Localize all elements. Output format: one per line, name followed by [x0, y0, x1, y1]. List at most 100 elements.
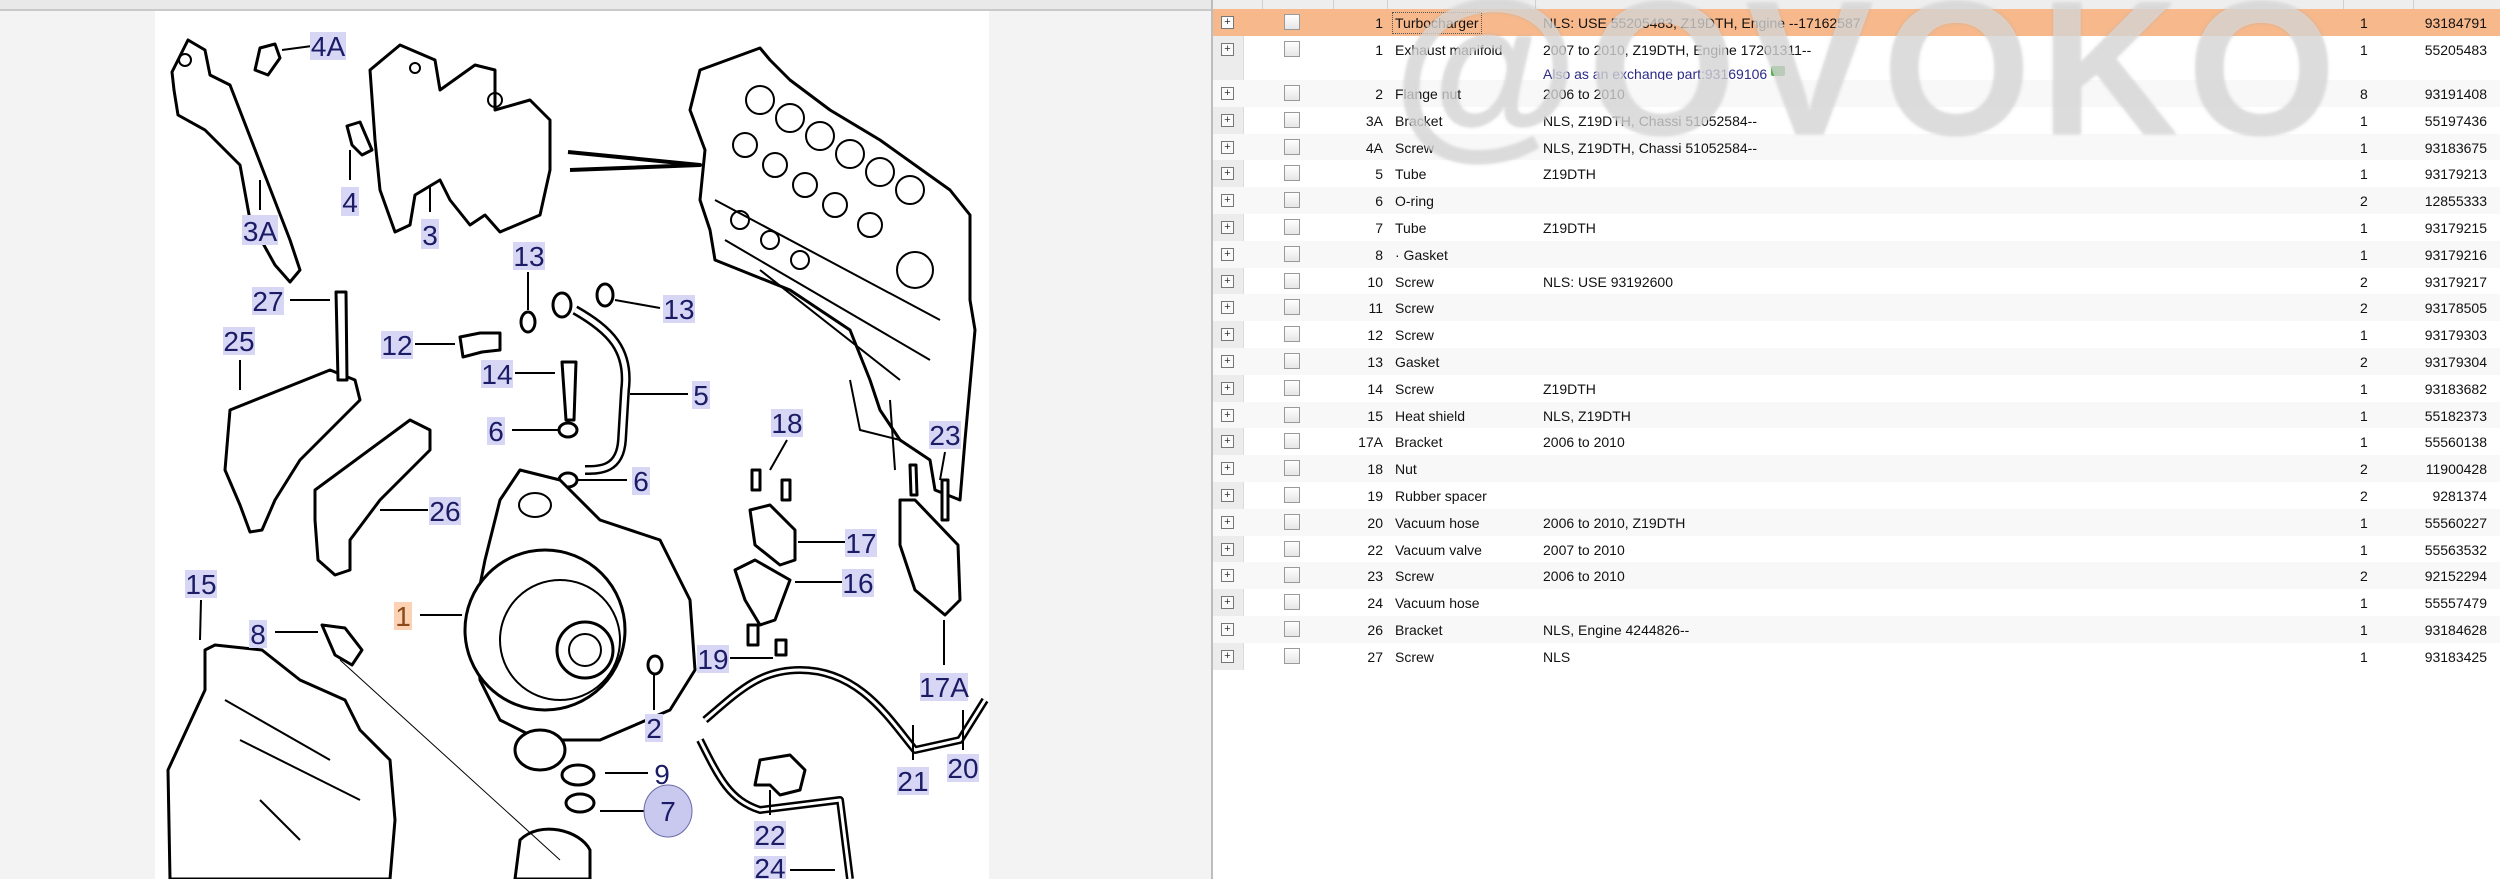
- callout-3[interactable]: 3: [421, 219, 439, 251]
- row-checkbox[interactable]: [1284, 14, 1300, 30]
- expand-icon[interactable]: +: [1221, 247, 1234, 261]
- expand-icon[interactable]: +: [1221, 140, 1234, 154]
- row-checkbox[interactable]: [1284, 540, 1300, 557]
- expand-icon[interactable]: +: [1221, 462, 1234, 476]
- row-checkbox[interactable]: [1284, 567, 1300, 584]
- callout-6-right[interactable]: 6: [632, 466, 650, 497]
- row-checkbox[interactable]: [1284, 85, 1300, 101]
- callout-3a[interactable]: 3A: [242, 215, 278, 247]
- row-checkbox[interactable]: [1284, 460, 1300, 477]
- expand-icon[interactable]: +: [1221, 43, 1234, 56]
- callout-4[interactable]: 4: [341, 187, 359, 218]
- row-checkbox[interactable]: [1284, 245, 1300, 262]
- parts-diagram[interactable]: 4A 3A 4 3 13 13 27 25 12 14 5 6 6 18 23 …: [0, 0, 1212, 879]
- expand-icon[interactable]: +: [1221, 16, 1234, 29]
- row-checkbox[interactable]: [1284, 138, 1300, 155]
- row-checkbox[interactable]: [1284, 487, 1300, 503]
- callout-25[interactable]: 25: [223, 326, 255, 357]
- callout-12[interactable]: 12: [381, 330, 413, 361]
- callout-8[interactable]: 8: [249, 619, 267, 650]
- expand-icon[interactable]: +: [1221, 301, 1234, 315]
- callout-1-selected[interactable]: 1: [394, 601, 412, 632]
- callout-6[interactable]: 6: [487, 416, 505, 447]
- expand-icon[interactable]: +: [1221, 167, 1234, 181]
- callout-19[interactable]: 19: [697, 644, 729, 675]
- row-checkbox[interactable]: [1284, 353, 1300, 369]
- expand-icon[interactable]: +: [1221, 435, 1234, 449]
- row-checkbox[interactable]: [1284, 41, 1300, 57]
- callout-14[interactable]: 14: [481, 359, 513, 390]
- expand-icon[interactable]: +: [1221, 274, 1234, 288]
- row-checkbox[interactable]: [1284, 219, 1300, 235]
- expand-icon[interactable]: +: [1221, 113, 1234, 127]
- expand-icon[interactable]: +: [1221, 328, 1234, 342]
- callout-13-top[interactable]: 13: [513, 241, 545, 272]
- row-checkbox[interactable]: [1284, 326, 1300, 343]
- row-checkbox[interactable]: [1284, 647, 1300, 664]
- pane-splitter[interactable]: [1211, 0, 1213, 879]
- expand-icon[interactable]: +: [1221, 355, 1234, 368]
- callout-5[interactable]: 5: [692, 380, 710, 411]
- row-checkbox[interactable]: [1284, 192, 1300, 209]
- callout-18[interactable]: 18: [771, 408, 803, 439]
- callout-15[interactable]: 15: [185, 569, 217, 600]
- row-checkbox[interactable]: [1284, 272, 1300, 289]
- callout-4a[interactable]: 4A: [310, 31, 346, 62]
- callout-9[interactable]: 9: [654, 759, 670, 790]
- callout-2[interactable]: 2: [645, 713, 663, 744]
- callout-24[interactable]: 24: [754, 853, 786, 879]
- expand-icon[interactable]: +: [1221, 194, 1234, 208]
- expand-icon[interactable]: +: [1221, 623, 1234, 636]
- callout-16[interactable]: 16: [842, 568, 874, 599]
- callout-22[interactable]: 22: [754, 820, 786, 851]
- row-checkbox[interactable]: [1284, 433, 1300, 450]
- expand-icon[interactable]: +: [1221, 569, 1234, 583]
- exchange-part-link[interactable]: Also as an exchange part:93169106: [1543, 66, 1786, 82]
- callout-17[interactable]: 17: [845, 528, 877, 559]
- callout-27[interactable]: 27: [252, 286, 284, 317]
- callout-13-right[interactable]: 13: [663, 294, 695, 325]
- exchange-part-text[interactable]: Also as an exchange part:93169106: [1543, 66, 1768, 82]
- row-checkbox[interactable]: [1284, 299, 1300, 316]
- expand-icon[interactable]: +: [1221, 489, 1234, 502]
- expand-icon[interactable]: +: [1221, 221, 1234, 234]
- callout-26[interactable]: 26: [429, 496, 461, 527]
- expand-icon[interactable]: +: [1221, 515, 1234, 529]
- expand-icon[interactable]: +: [1221, 381, 1234, 395]
- callout-7[interactable]: 7: [643, 784, 693, 838]
- callout-23[interactable]: 23: [929, 420, 961, 451]
- row-checkbox[interactable]: [1284, 111, 1300, 128]
- row-checkbox[interactable]: [1284, 621, 1300, 637]
- row-checkbox[interactable]: [1284, 379, 1300, 396]
- expand-icon[interactable]: +: [1221, 649, 1234, 663]
- callout-20[interactable]: 20: [947, 753, 979, 784]
- row-checkbox[interactable]: [1284, 513, 1300, 530]
- expand-icon[interactable]: +: [1221, 596, 1234, 610]
- row-checkbox[interactable]: [1284, 165, 1300, 182]
- row-checkbox[interactable]: [1284, 406, 1300, 423]
- expand-icon[interactable]: +: [1221, 408, 1234, 422]
